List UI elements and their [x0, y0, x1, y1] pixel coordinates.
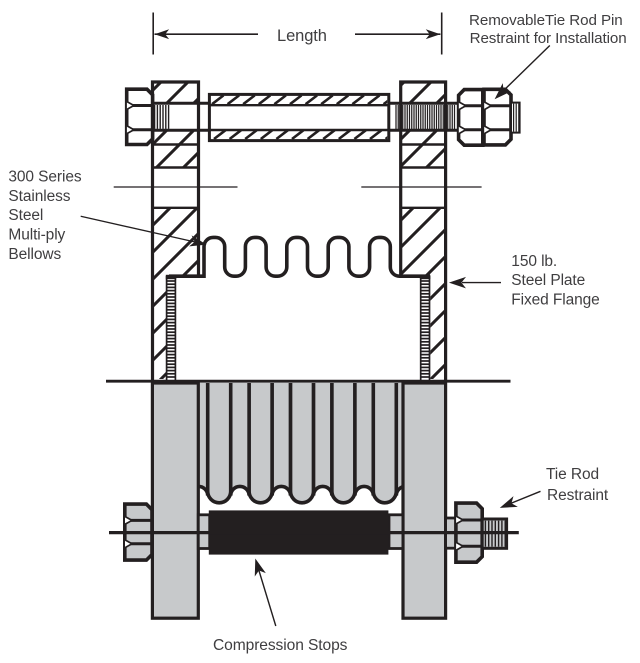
- svg-text:Multi-ply: Multi-ply: [8, 227, 65, 244]
- svg-text:Stainless: Stainless: [8, 188, 70, 205]
- svg-text:Tie Rod: Tie Rod: [546, 466, 599, 483]
- svg-text:Compression Stops: Compression Stops: [213, 637, 348, 654]
- svg-text:Steel Plate: Steel Plate: [511, 272, 585, 289]
- svg-text:Steel: Steel: [8, 207, 43, 224]
- svg-text:Length: Length: [277, 27, 327, 45]
- svg-text:Bellows: Bellows: [8, 246, 61, 263]
- svg-text:150 lb.: 150 lb.: [511, 253, 557, 270]
- svg-text:Restraint for Installation: Restraint for Installation: [470, 30, 627, 47]
- svg-text:300 Series: 300 Series: [8, 169, 81, 186]
- svg-text:Restraint: Restraint: [547, 487, 609, 504]
- svg-text:RemovableTie Rod Pin: RemovableTie Rod Pin: [469, 12, 623, 29]
- svg-text:Fixed Flange: Fixed Flange: [511, 292, 599, 309]
